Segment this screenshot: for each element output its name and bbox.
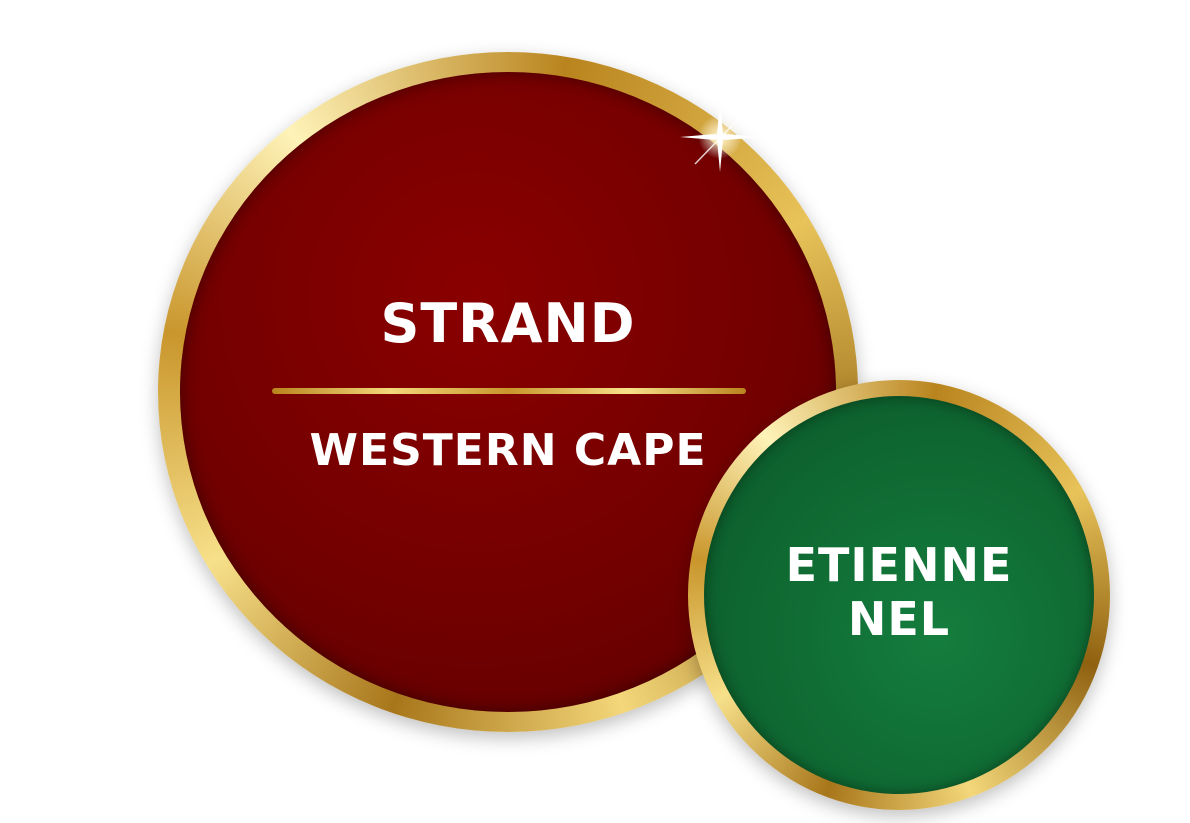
city-label: STRAND xyxy=(380,292,636,355)
province-label: WESTERN CAPE xyxy=(309,425,707,476)
last-name-label: NEL xyxy=(847,592,951,646)
first-name-label: ETIENNE xyxy=(785,538,1013,592)
sparkle-icon xyxy=(680,101,763,172)
gold-divider xyxy=(272,388,746,394)
name-badge: ETIENNE NEL xyxy=(704,396,1094,794)
